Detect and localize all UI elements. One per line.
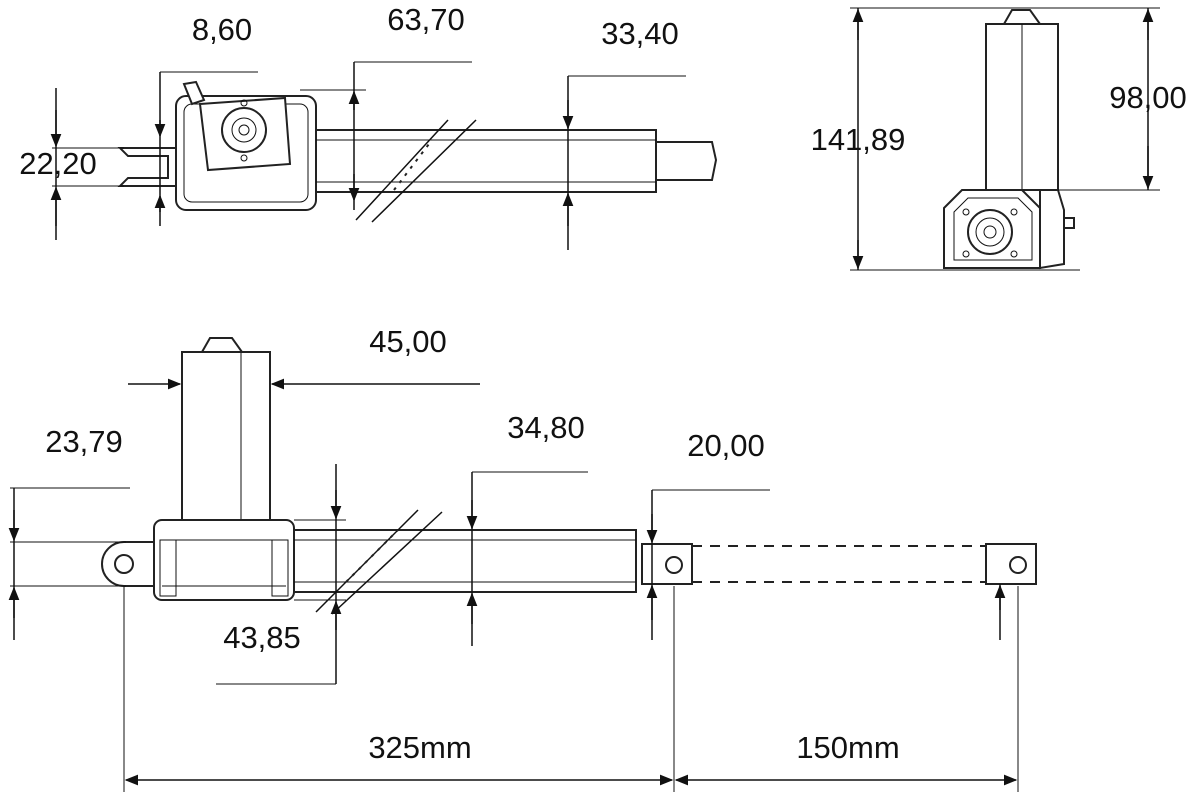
motor-cap-bottom — [200, 337, 244, 353]
output-bore — [967, 209, 1013, 255]
rear-eye-hole — [114, 554, 134, 574]
outer-tube — [315, 129, 657, 193]
dim-mount-offset: 23,79 — [45, 424, 123, 459]
motor-cap — [1002, 9, 1042, 25]
motor-vertical — [181, 351, 271, 521]
dim-stroke: 150mm — [796, 730, 899, 765]
extended-eye-hole — [1009, 556, 1027, 574]
motor-shaft-circle — [221, 107, 267, 153]
front-eye-hole — [665, 556, 683, 574]
dim-tube-height-bottom: 34,80 — [507, 410, 585, 445]
dim-gear-height: 43,85 — [223, 620, 301, 655]
dim-rod-end: 22,20 — [19, 146, 97, 181]
gear-housing-bottom — [153, 519, 295, 601]
rear-clevis — [117, 147, 177, 187]
dim-retracted-length: 325mm — [368, 730, 471, 765]
end-view: 141,89 98,00 — [811, 7, 1187, 271]
cable-gland — [182, 80, 206, 106]
dim-motor-height: 98,00 — [1109, 80, 1187, 115]
side-boss — [1063, 217, 1075, 229]
dim-total-height: 141,89 — [811, 122, 906, 157]
dim-motor-width: 45,00 — [369, 324, 447, 359]
side-housing — [1039, 189, 1065, 270]
dim-housing-height: 63,70 — [387, 2, 465, 37]
dim-body-width: 8,60 — [192, 12, 252, 47]
dim-tube-height: 33,40 — [601, 16, 679, 51]
front-rod-end — [641, 543, 693, 585]
piston-rod — [655, 141, 718, 181]
dim-rod-height: 20,00 — [687, 428, 765, 463]
top-side-view: 8,60 63,70 33,40 22,20 — [19, 2, 718, 250]
bottom-side-view: 45,00 23,79 34,80 20,00 43,85 — [8, 324, 1037, 792]
